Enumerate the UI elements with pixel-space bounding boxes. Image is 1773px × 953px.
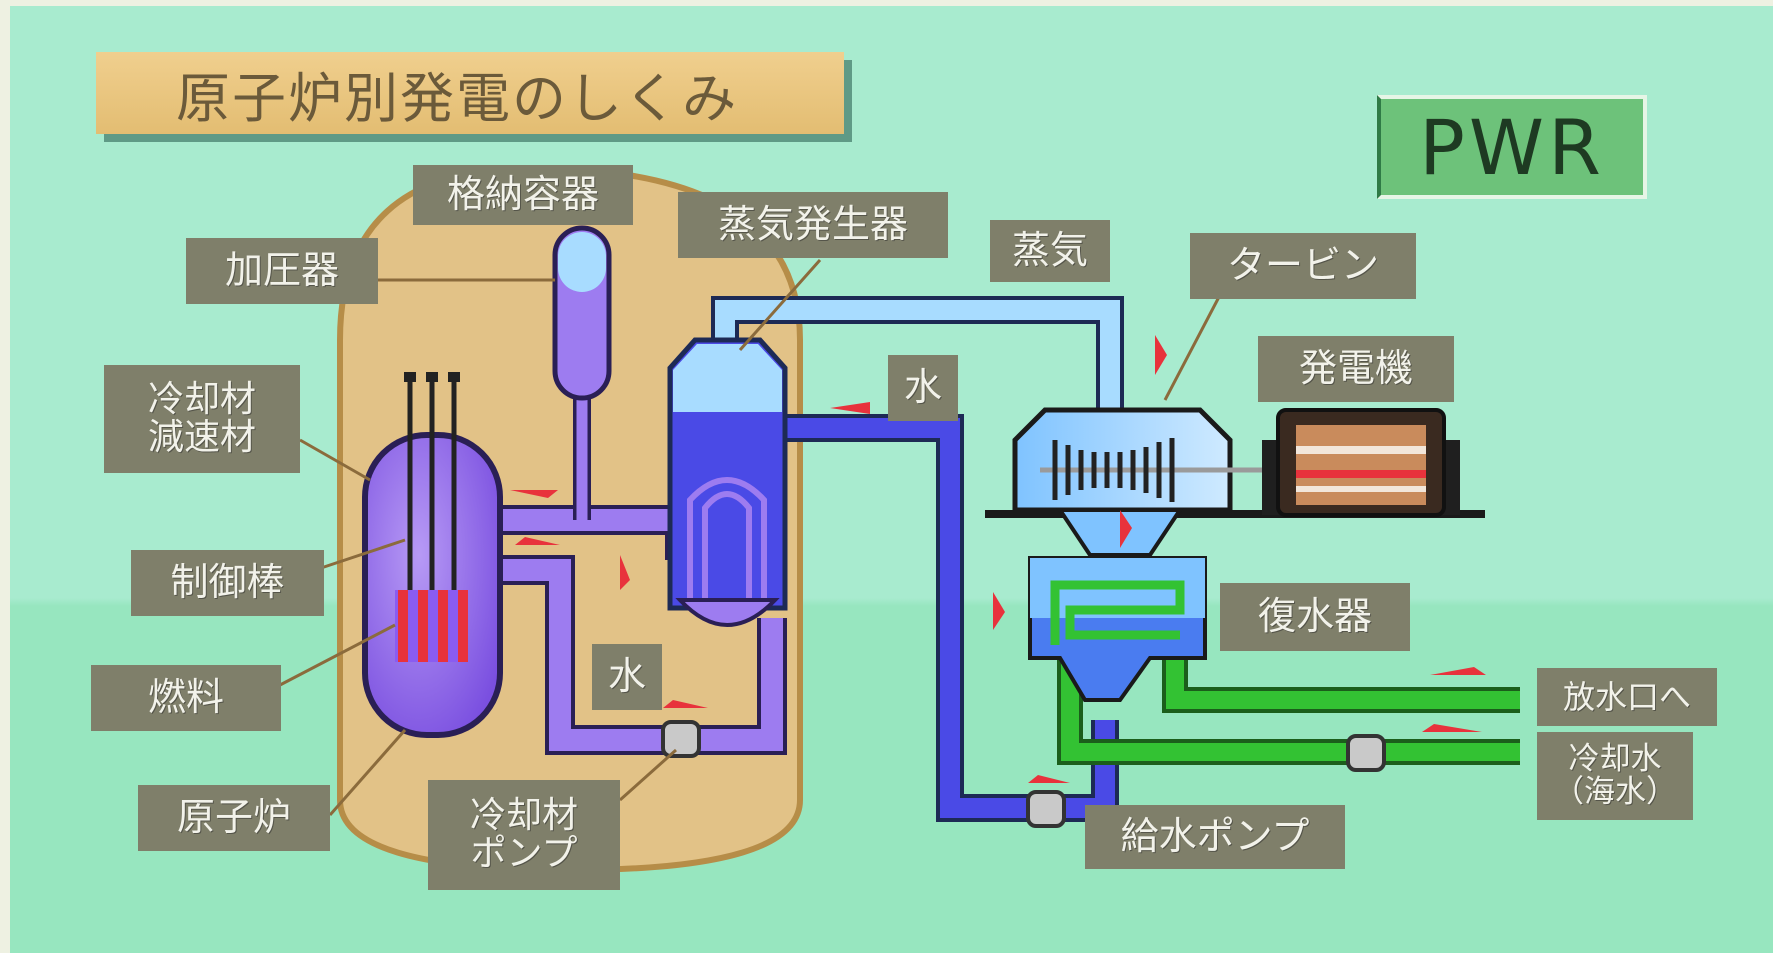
label-pressurizer: 加圧器: [186, 238, 378, 304]
label-turbine: タービン: [1190, 233, 1416, 299]
label-condenser: 復水器: [1220, 583, 1410, 651]
label-steam: 蒸気: [990, 220, 1110, 282]
leader-lines: [279, 259, 1222, 816]
label-fuel: 燃料: [91, 665, 281, 731]
label-discharge: 放水口へ: [1537, 668, 1717, 726]
condenser-coil: [1050, 580, 1185, 645]
label-coolant-moderator: 冷却材 減速材: [104, 365, 300, 473]
label-feedwater-pump: 給水ポンプ: [1085, 805, 1345, 869]
label-generator: 発電機: [1258, 336, 1454, 402]
label-containment: 格納容器: [413, 165, 633, 225]
steam-generator: [667, 337, 788, 627]
reactor-type-badge: PWR: [1377, 95, 1647, 199]
reactor-vessel: [362, 372, 503, 738]
feedwater-pump-body: [1026, 790, 1066, 828]
label-water-upper: 水: [888, 355, 958, 421]
label-control-rod: 制御棒: [131, 550, 324, 616]
turbine-base: [985, 510, 1485, 518]
coolant-pump-body: [661, 720, 701, 758]
generator-body: [1262, 408, 1460, 517]
label-reactor: 原子炉: [138, 785, 330, 851]
label-coolant-pump: 冷却材 ポンプ: [428, 780, 620, 890]
cooling-pump-body: [1346, 734, 1386, 772]
flow-arrows: [510, 335, 1486, 783]
page-title: 原子炉別発電のしくみ: [96, 52, 844, 134]
label-water-lower: 水: [592, 644, 662, 710]
label-cooling-water: 冷却水 （海水）: [1537, 732, 1693, 820]
pressurizer-vessel: [552, 225, 612, 401]
label-steam-generator: 蒸気発生器: [678, 192, 948, 258]
